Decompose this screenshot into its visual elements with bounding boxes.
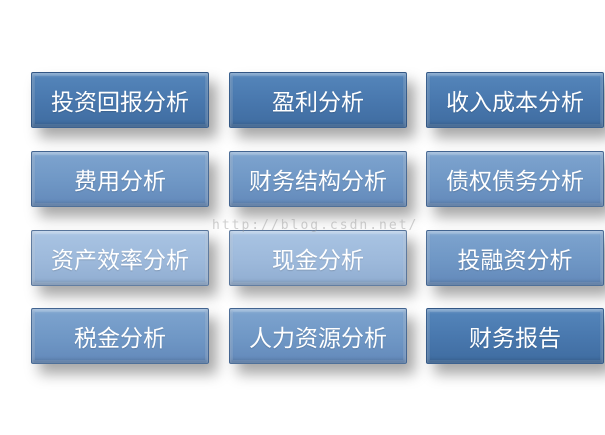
tile-investment-financing-analysis[interactable]: 投融资分析 xyxy=(426,230,604,286)
tile-label: 债权债务分析 xyxy=(446,169,584,195)
tile-label: 税金分析 xyxy=(74,326,166,352)
tile-label: 盈利分析 xyxy=(272,90,364,116)
tile-tax-analysis[interactable]: 税金分析 xyxy=(31,308,209,364)
tile-financial-report[interactable]: 财务报告 xyxy=(426,308,604,364)
tile-credit-debt-analysis[interactable]: 债权债务分析 xyxy=(426,151,604,207)
tile-label: 收入成本分析 xyxy=(446,90,584,116)
tile-label: 财务结构分析 xyxy=(249,169,387,195)
tile-label: 资产效率分析 xyxy=(51,248,189,274)
tile-expense-analysis[interactable]: 费用分析 xyxy=(31,151,209,207)
tile-investment-return-analysis[interactable]: 投资回报分析 xyxy=(31,72,209,128)
tile-label: 费用分析 xyxy=(74,169,166,195)
tile-label: 投融资分析 xyxy=(457,248,573,274)
tile-label: 现金分析 xyxy=(272,248,364,274)
tile-asset-efficiency-analysis[interactable]: 资产效率分析 xyxy=(31,230,209,286)
tile-human-resources-analysis[interactable]: 人力资源分析 xyxy=(229,308,407,364)
tile-label: 财务报告 xyxy=(469,326,561,352)
tile-profit-analysis[interactable]: 盈利分析 xyxy=(229,72,407,128)
tile-label: 投资回报分析 xyxy=(51,90,189,116)
tile-financial-structure-analysis[interactable]: 财务结构分析 xyxy=(229,151,407,207)
tile-revenue-cost-analysis[interactable]: 收入成本分析 xyxy=(426,72,604,128)
tile-cash-analysis[interactable]: 现金分析 xyxy=(229,230,407,286)
tile-label: 人力资源分析 xyxy=(249,326,387,352)
